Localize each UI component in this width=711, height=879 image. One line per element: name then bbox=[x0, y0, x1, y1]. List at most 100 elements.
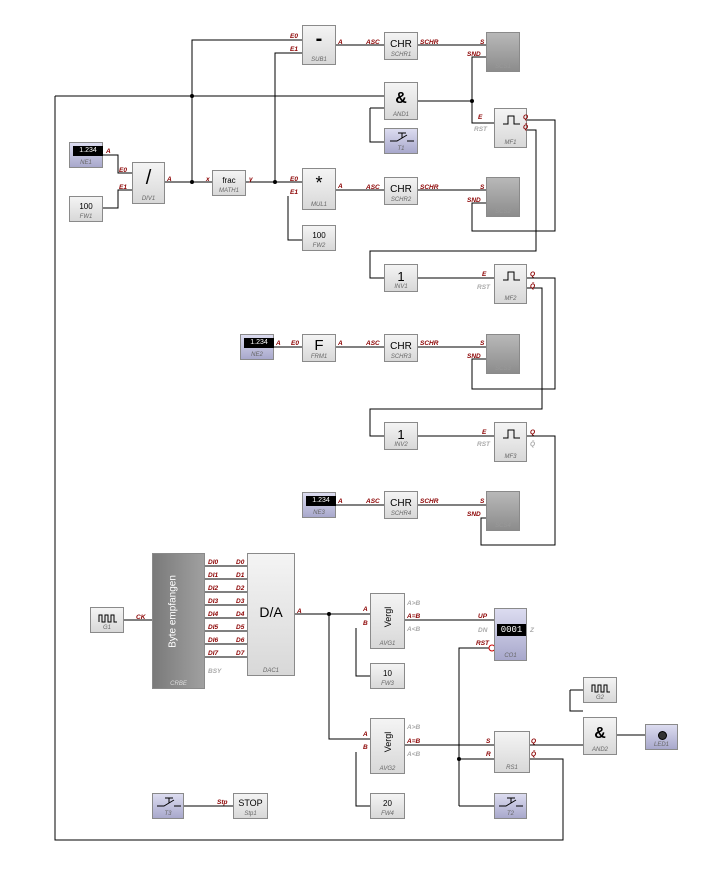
schr4-in: ASC bbox=[366, 498, 380, 505]
schr1-out: SCHR bbox=[420, 39, 439, 46]
subtract-block-sub1[interactable]: - SUB1 bbox=[302, 25, 336, 65]
constant-fw2[interactable]: 100 FW2 bbox=[302, 225, 336, 251]
math1-symbol: frac bbox=[222, 176, 236, 185]
fw2-name: FW2 bbox=[312, 243, 326, 249]
constant-fw3[interactable]: 10 FW3 bbox=[370, 663, 405, 689]
avg1-out-lt: A<B bbox=[407, 626, 421, 633]
monoflop-mf3[interactable]: MF3 bbox=[494, 422, 527, 462]
math-block-math1[interactable]: frac MATH1 bbox=[212, 170, 246, 196]
math1-name: MATH1 bbox=[219, 188, 239, 194]
switch-icon bbox=[157, 797, 181, 807]
stop-block-stp1[interactable]: STOP Stp1 bbox=[233, 793, 268, 819]
clock-icon bbox=[98, 614, 117, 623]
avg1-name: AVG1 bbox=[379, 641, 396, 647]
switch-t1[interactable]: T1 bbox=[384, 128, 418, 154]
ne1-out-label: A bbox=[106, 148, 111, 155]
avg2-in-b: B bbox=[363, 744, 368, 751]
dac-block-dac1[interactable]: D/A DAC1 bbox=[247, 553, 295, 676]
clock-generator-g2[interactable]: G2 bbox=[583, 677, 617, 703]
numeric-input-ne1[interactable]: 1.234 NE1 bbox=[69, 142, 103, 168]
switch-t3[interactable]: T3 bbox=[152, 793, 184, 819]
scs4-in-s: S bbox=[480, 498, 485, 505]
comparator-avg1[interactable]: Vergl AVG1 bbox=[370, 593, 405, 649]
inverter-inv1[interactable]: 1 INV1 bbox=[384, 264, 418, 292]
led-icon bbox=[658, 731, 667, 740]
frm1-symbol: F bbox=[314, 337, 324, 354]
junction-dot bbox=[327, 612, 331, 616]
t3-out-stp: Stp bbox=[217, 799, 228, 806]
ne1-name: NE1 bbox=[80, 160, 92, 166]
byte-receiver-crbe[interactable]: Byte empfangen CRBE bbox=[152, 553, 205, 689]
avg1-symbol: Vergl bbox=[383, 606, 393, 628]
schr3-name: SCHR3 bbox=[390, 354, 412, 360]
data-bus-wires bbox=[205, 565, 247, 658]
switch-icon bbox=[390, 132, 414, 142]
ne1-value-display: 1.234 bbox=[73, 146, 103, 156]
schr1-name: SCHR1 bbox=[390, 52, 412, 58]
pulse-icon bbox=[503, 271, 520, 281]
monoflop-mf1[interactable]: MF1 bbox=[494, 108, 527, 148]
math1-out-y: y bbox=[249, 176, 253, 183]
fw4-name: FW4 bbox=[381, 811, 394, 817]
ne3-name: NE3 bbox=[313, 510, 325, 516]
numeric-input-ne3[interactable]: 1.234 NE3 bbox=[302, 492, 336, 518]
wire bbox=[328, 614, 370, 740]
switch-icon bbox=[499, 797, 523, 807]
schr3-in: ASC bbox=[366, 340, 380, 347]
dac1-in-d5: D5 bbox=[236, 624, 245, 631]
and-gate-and1[interactable]: & AND1 bbox=[384, 82, 418, 120]
mf2-out-q: Q bbox=[530, 271, 536, 278]
monoflop-mf2[interactable]: MF2 bbox=[494, 264, 527, 304]
counter-co1[interactable]: 0001 CO1 bbox=[494, 608, 527, 661]
crbe-out-di5: DI5 bbox=[208, 624, 219, 631]
divider-block-div1[interactable]: / DIV1 bbox=[132, 162, 165, 204]
dac1-name: DAC1 bbox=[262, 668, 279, 674]
mul1-out-a: A bbox=[338, 183, 343, 190]
multiply-block-mul1[interactable]: * MUL1 bbox=[302, 168, 336, 210]
chr-block-schr1[interactable]: CHR SCHR1 bbox=[384, 32, 418, 60]
div1-in-e0: E0 bbox=[119, 167, 127, 174]
mf1-in-e: E bbox=[478, 114, 483, 121]
switch-t2[interactable]: T2 bbox=[494, 793, 527, 819]
g2-name: G2 bbox=[595, 695, 604, 701]
serial-send-scs4[interactable]: SCS4 bbox=[486, 491, 520, 531]
mf1-name: MF1 bbox=[504, 140, 517, 146]
crbe-title: Byte empfangen bbox=[167, 575, 179, 648]
wire bbox=[103, 154, 132, 174]
avg1-out-eq: A=B bbox=[407, 613, 421, 620]
and-gate-and2[interactable]: & AND2 bbox=[583, 717, 617, 755]
inverter-inv2[interactable]: 1 INV2 bbox=[384, 422, 418, 450]
sub1-in-e0: E0 bbox=[290, 33, 298, 40]
junction-dot bbox=[190, 94, 194, 98]
constant-fw1[interactable]: 100 FW1 bbox=[69, 196, 103, 222]
stp1-symbol: STOP bbox=[238, 798, 263, 808]
rs-flipflop-rs1[interactable]: RS1 bbox=[494, 731, 530, 773]
avg2-name: AVG2 bbox=[379, 766, 396, 772]
chr-block-schr4[interactable]: CHR SCHR4 bbox=[384, 491, 418, 519]
mf2-out-qn: Q̄ bbox=[530, 283, 536, 290]
chr-block-schr3[interactable]: CHR SCHR3 bbox=[384, 334, 418, 362]
and2-name: AND2 bbox=[591, 747, 608, 753]
serial-send-scs1[interactable]: SCS1 bbox=[486, 32, 520, 72]
avg1-out-gt: A>B bbox=[407, 600, 421, 607]
serial-send-scs3[interactable]: SCS3 bbox=[486, 334, 520, 374]
format-block-frm1[interactable]: F FRM1 bbox=[302, 334, 336, 362]
scs3-in-s: S bbox=[480, 340, 485, 347]
wire bbox=[287, 196, 302, 241]
fw3-name: FW3 bbox=[381, 681, 394, 687]
chr-block-schr2[interactable]: CHR SCHR2 bbox=[384, 177, 418, 205]
serial-send-scs2[interactable]: SCS2 bbox=[486, 177, 520, 217]
numeric-input-ne2[interactable]: 1.234 NE2 bbox=[240, 334, 274, 360]
crbe-out-di6: DI6 bbox=[208, 637, 219, 644]
comparator-avg2[interactable]: Vergl AVG2 bbox=[370, 718, 405, 774]
inv1-symbol: 1 bbox=[397, 269, 405, 284]
dac1-in-d6: D6 bbox=[236, 637, 245, 644]
crbe-name: CRBE bbox=[170, 681, 187, 687]
constant-fw4[interactable]: 20 FW4 bbox=[370, 793, 405, 819]
scs2-in-s: S bbox=[480, 184, 485, 191]
mul1-in-e0: E0 bbox=[290, 176, 298, 183]
sub1-out-a: A bbox=[338, 39, 343, 46]
rs1-out-q: Q bbox=[531, 738, 537, 745]
clock-generator-g1[interactable]: G1 bbox=[90, 607, 124, 633]
